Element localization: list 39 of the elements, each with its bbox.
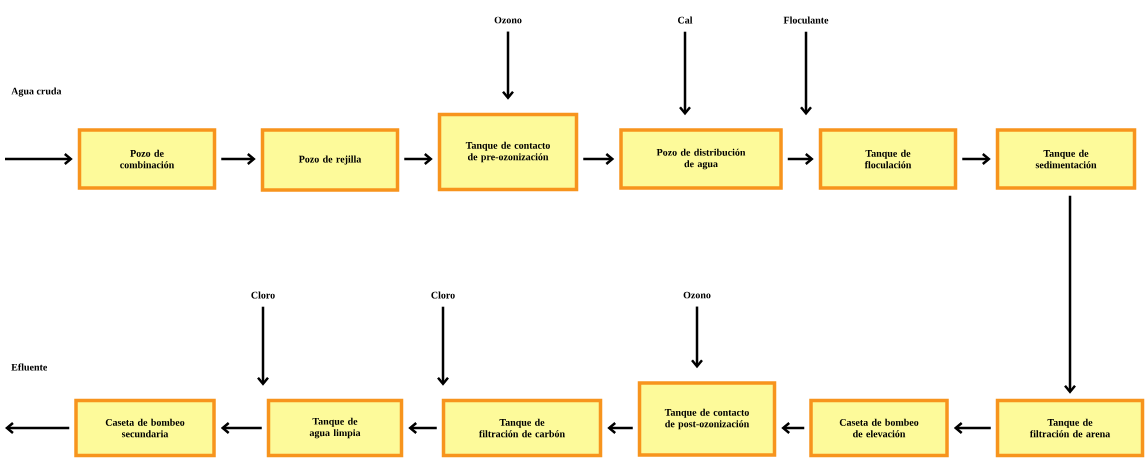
process-box: Tanque de filtración de carbón: [441, 398, 603, 458]
process-box: Tanque de filtración de arena: [995, 398, 1145, 458]
reagent-label: Cloro: [251, 291, 275, 299]
arrow: [679, 31, 691, 116]
arrow: [787, 153, 814, 165]
arrow: [437, 306, 449, 386]
reagent-label: Cal: [678, 16, 693, 24]
arrow: [408, 422, 437, 434]
flow-label: Efluente: [11, 363, 48, 371]
flow-label: Agua cruda: [11, 87, 62, 97]
process-box: Pozo de rejilla: [260, 128, 400, 192]
reagent-label: Floculante: [783, 16, 829, 24]
reagent-label: Cloro: [431, 291, 455, 299]
process-box: Caseta de bombeo secundaria: [74, 398, 216, 458]
arrow: [583, 153, 615, 165]
process-box: Tanque de sedimentación: [995, 128, 1137, 190]
process-box: Pozo de distribución de agua: [619, 128, 783, 190]
process-box: Caseta de bombeo de elevación: [809, 398, 949, 458]
arrow: [257, 306, 269, 386]
arrow: [5, 153, 73, 165]
arrow: [5, 422, 70, 434]
arrow: [221, 153, 256, 165]
arrow: [781, 422, 805, 434]
reagent-label: Ozono: [683, 291, 711, 299]
arrow: [962, 153, 991, 165]
arrow: [800, 31, 812, 116]
reagent-label: Ozono: [494, 16, 522, 24]
arrow: [502, 31, 514, 100]
arrow: [1064, 195, 1076, 394]
arrow: [404, 153, 433, 165]
process-box: Tanque de contacto de pre-ozonización: [437, 112, 579, 192]
process-box: Tanque de floculación: [818, 128, 958, 190]
arrow: [691, 306, 703, 369]
process-box: Tanque de contacto de post-ozonización: [637, 381, 777, 457]
arrow: [220, 422, 262, 434]
process-box: Tanque de agua limpia: [266, 398, 404, 458]
arrow: [607, 422, 633, 434]
arrow: [953, 422, 991, 434]
process-box: Pozo de combinación: [77, 128, 217, 190]
